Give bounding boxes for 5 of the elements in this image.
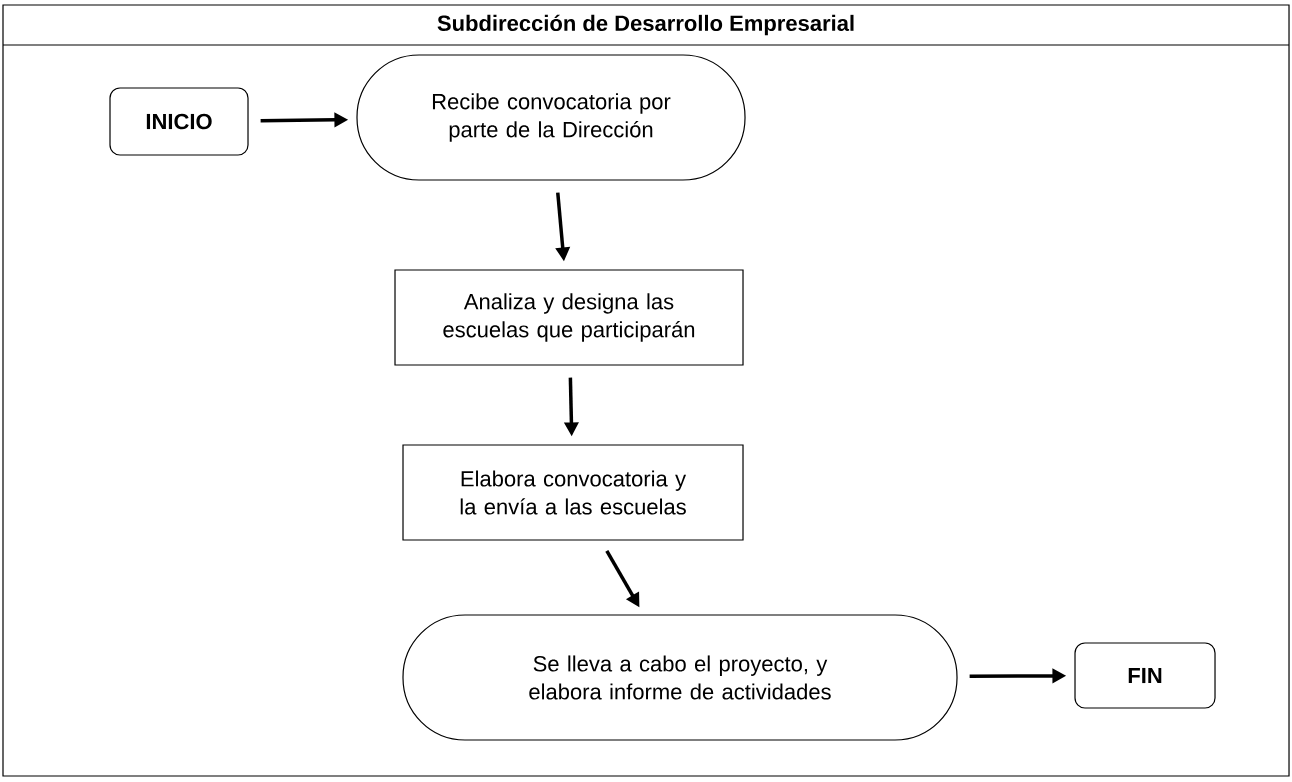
terminal-box: FIN [1074, 642, 1216, 709]
title: Subdirección de Desarrollo Empresarial [437, 14, 854, 36]
terminal-box: INICIO [109, 87, 249, 156]
process-box: Elabora convocatoria y la envía a las escuelas [402, 444, 744, 541]
process-box: Analiza y designa las escuelas que participarán [394, 269, 744, 366]
